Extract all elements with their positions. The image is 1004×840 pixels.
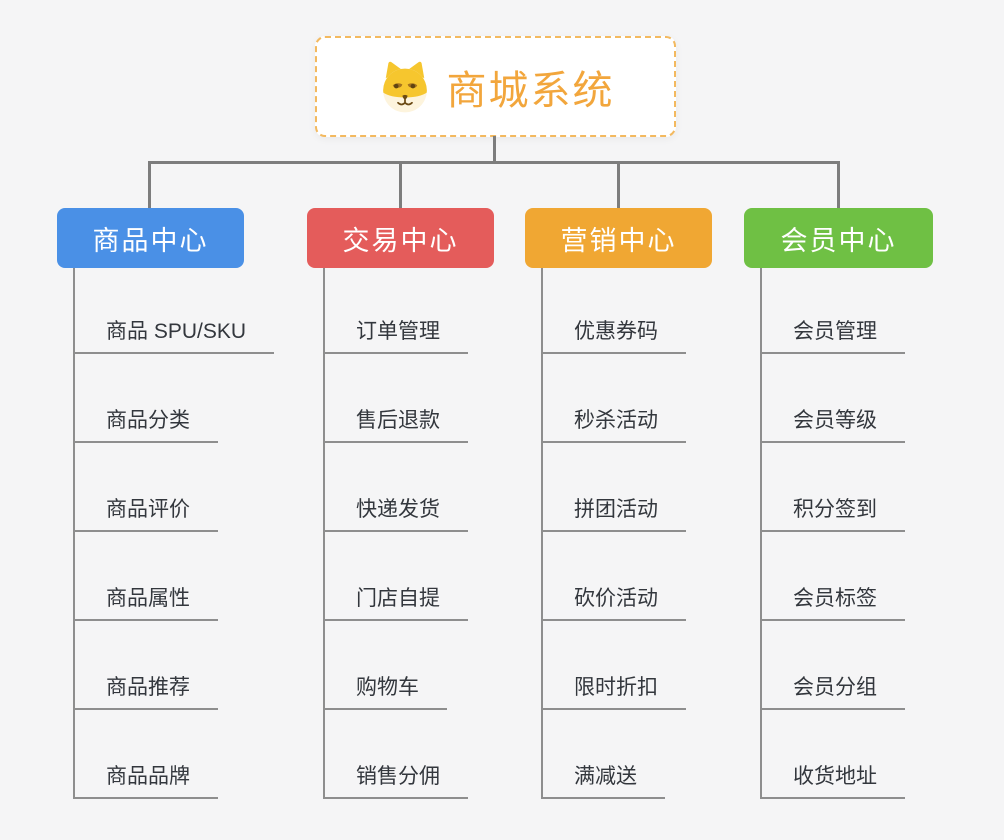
branch-item[interactable]: 商品评价 [73, 443, 218, 532]
branch-item[interactable]: 快递发货 [323, 443, 468, 532]
branch-items: 订单管理售后退款快递发货门店自提购物车销售分佣 [323, 268, 468, 799]
branch-item-label: 商品推荐 [106, 676, 190, 699]
branch-item[interactable]: 商品品牌 [73, 710, 218, 799]
branch-item-label: 快递发货 [356, 498, 440, 521]
branch-item-label: 收货地址 [793, 765, 877, 788]
branch-item-label: 商品品牌 [106, 765, 190, 788]
branch-marketing-center: 营销中心 优惠券码秒杀活动拼团活动砍价活动限时折扣满减送 [525, 208, 725, 808]
branch-item-label: 商品属性 [106, 587, 190, 610]
branch-item[interactable]: 商品 SPU/SKU [73, 268, 275, 354]
branch-item[interactable]: 收货地址 [760, 710, 905, 799]
branch-member-center: 会员中心 会员管理会员等级积分签到会员标签会员分组收货地址 [744, 208, 944, 808]
branch-item-label: 秒杀活动 [574, 409, 658, 432]
branch-item[interactable]: 会员分组 [760, 621, 905, 710]
branch-item[interactable]: 订单管理 [323, 268, 468, 354]
branch-item-label: 会员管理 [793, 320, 877, 343]
branch-item-label: 限时折扣 [574, 676, 658, 699]
branch-item-label: 商品 SPU/SKU [106, 320, 247, 343]
branch-item-label: 门店自提 [356, 587, 440, 610]
branch-spine [541, 268, 543, 799]
branch-box-product-center[interactable]: 商品中心 [57, 208, 244, 268]
branch-items: 会员管理会员等级积分签到会员标签会员分组收货地址 [760, 268, 905, 799]
branch-item[interactable]: 销售分佣 [323, 710, 468, 799]
connector-drop-trade [399, 161, 402, 208]
branch-item-label: 满减送 [574, 765, 637, 788]
branch-items: 优惠券码秒杀活动拼团活动砍价活动限时折扣满减送 [541, 268, 686, 799]
branch-item-label: 售后退款 [356, 409, 440, 432]
branch-trade-center: 交易中心 订单管理售后退款快递发货门店自提购物车销售分佣 [307, 208, 507, 808]
connector-drop-marketing [617, 161, 620, 208]
branch-item[interactable]: 售后退款 [323, 354, 468, 443]
branch-item[interactable]: 商品属性 [73, 532, 218, 621]
branch-spine [760, 268, 762, 799]
branch-item[interactable]: 门店自提 [323, 532, 468, 621]
branch-item[interactable]: 会员标签 [760, 532, 905, 621]
branch-item-label: 砍价活动 [574, 587, 658, 610]
branch-item[interactable]: 积分签到 [760, 443, 905, 532]
branch-item[interactable]: 商品分类 [73, 354, 218, 443]
connector-drop-product [148, 161, 151, 208]
branch-box-member-center[interactable]: 会员中心 [744, 208, 933, 268]
branch-item[interactable]: 会员管理 [760, 268, 905, 354]
branch-item-label: 商品分类 [106, 409, 190, 432]
connector-drop-member [837, 161, 840, 208]
branch-item[interactable]: 商品推荐 [73, 621, 218, 710]
branch-items: 商品 SPU/SKU 商品分类商品评价商品属性商品推荐商品品牌 [73, 268, 275, 799]
branch-box-trade-center[interactable]: 交易中心 [307, 208, 494, 268]
branch-item[interactable]: 秒杀活动 [541, 354, 686, 443]
branch-item-label: 会员等级 [793, 409, 877, 432]
branch-item-label: 优惠券码 [574, 320, 658, 343]
branch-item-label: 会员标签 [793, 587, 877, 610]
branch-item[interactable]: 优惠券码 [541, 268, 686, 354]
branch-item[interactable]: 满减送 [541, 710, 665, 799]
branch-product-center: 商品中心 商品 SPU/SKU 商品分类商品评价商品属性商品推荐商品品牌 [57, 208, 275, 808]
root-node[interactable]: 商城系统 [315, 36, 676, 137]
branch-item[interactable]: 砍价活动 [541, 532, 686, 621]
branch-item-label: 拼团活动 [574, 498, 658, 521]
branch-item[interactable]: 限时折扣 [541, 621, 686, 710]
branch-spine [323, 268, 325, 799]
connector-horizontal-bar [148, 161, 840, 164]
branch-item[interactable]: 会员等级 [760, 354, 905, 443]
branch-box-marketing-center[interactable]: 营销中心 [525, 208, 712, 268]
root-title: 商城系统 [446, 68, 615, 113]
branch-item-label: 会员分组 [793, 676, 877, 699]
branch-item-label: 积分签到 [793, 498, 877, 521]
branch-item[interactable]: 拼团活动 [541, 443, 686, 532]
branch-spine [73, 268, 75, 799]
dog-face-icon [377, 59, 433, 115]
branch-item[interactable]: 购物车 [323, 621, 447, 710]
branch-item-label: 销售分佣 [356, 765, 440, 788]
branch-item-label: 订单管理 [356, 320, 440, 343]
connector-root-drop [493, 136, 496, 164]
branch-item-label: 商品评价 [106, 498, 190, 521]
branch-item-label: 购物车 [356, 676, 419, 699]
